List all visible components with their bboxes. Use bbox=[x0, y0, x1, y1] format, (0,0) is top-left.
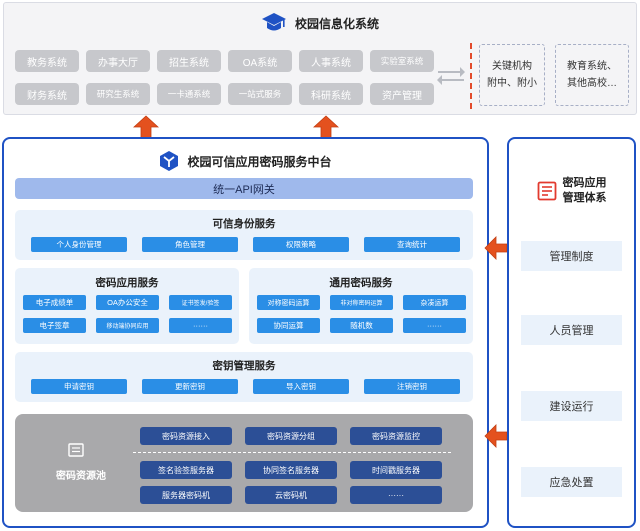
general-crypto-title: 通用密码服务 bbox=[329, 277, 393, 289]
up-arrow-icon bbox=[133, 115, 159, 139]
crypto-app-seal[interactable]: 电子签章 bbox=[23, 318, 86, 333]
resource-monitor[interactable]: 密码资源监控 bbox=[350, 427, 442, 445]
crypto-app-oa[interactable]: OA办公安全 bbox=[96, 295, 159, 310]
edu-system-line1: 教育系统、 bbox=[567, 61, 617, 72]
system-graduate[interactable]: 研究生系统 bbox=[86, 83, 150, 105]
mgmt-item-operation[interactable]: 建设运行 bbox=[521, 391, 622, 421]
mgmt-item-personnel[interactable]: 人员管理 bbox=[521, 315, 622, 345]
key-mgmt-section: 密钥管理服务 申请密钥 更新密钥 导入密钥 注销密钥 bbox=[15, 352, 473, 402]
key-mgmt-update[interactable]: 更新密钥 bbox=[142, 379, 238, 394]
general-crypto-asymmetric[interactable]: 非对称密码运算 bbox=[330, 295, 393, 310]
bidirectional-arrow-icon bbox=[437, 67, 465, 85]
cube-icon bbox=[160, 151, 179, 171]
system-caiwu[interactable]: 财务系统 bbox=[15, 83, 79, 105]
system-one-stop[interactable]: 一站式服务 bbox=[228, 83, 292, 105]
mgmt-item-emergency[interactable]: 应急处置 bbox=[521, 467, 622, 497]
mgmt-title-row: 密码应用 管理体系 bbox=[509, 174, 634, 208]
edu-system-line2: 其他高校… bbox=[567, 78, 617, 89]
platform-title-row: 校园可信应用密码服务中台 bbox=[4, 150, 487, 172]
general-crypto-section: 通用密码服务 对称密码运算 非对称密码运算 杂凑运算 协同运算 随机数 ····… bbox=[249, 268, 473, 344]
mgmt-title-line2: 管理体系 bbox=[562, 192, 607, 204]
crypto-app-section: 密码应用服务 电子成绩单 OA办公安全 证书签发/验签 电子签章 移动端协同应用… bbox=[15, 268, 239, 344]
resource-collab-server[interactable]: 协同签名服务器 bbox=[245, 461, 337, 479]
mgmt-title-line1: 密码应用 bbox=[562, 177, 607, 189]
edu-system-box: 教育系统、 其他高校… bbox=[555, 44, 629, 106]
crypto-app-cert[interactable]: 证书签发/验签 bbox=[169, 295, 232, 310]
crypto-service-platform: 校园可信应用密码服务中台 统一API网关 可信身份服务 个人身份管理 角色管理 … bbox=[2, 137, 489, 528]
system-renshi[interactable]: 人事系统 bbox=[299, 50, 363, 72]
key-mgmt-title: 密钥管理服务 bbox=[212, 360, 276, 372]
identity-item-permission[interactable]: 权限策略 bbox=[253, 237, 349, 252]
crypto-app-mobile[interactable]: 移动端协同应用 bbox=[96, 318, 159, 333]
key-org-box: 关键机构 附中、附小 bbox=[479, 44, 545, 106]
campus-title-row: 校园信息化系统 bbox=[4, 9, 636, 37]
general-crypto-random[interactable]: 随机数 bbox=[330, 318, 393, 333]
resource-timestamp-server[interactable]: 时间戳服务器 bbox=[350, 461, 442, 479]
system-jiaowu[interactable]: 教务系统 bbox=[15, 50, 79, 72]
general-crypto-collab[interactable]: 协同运算 bbox=[257, 318, 320, 333]
identity-item-personal[interactable]: 个人身份管理 bbox=[31, 237, 127, 252]
api-gateway-bar[interactable]: 统一API网关 bbox=[15, 178, 473, 199]
platform-title: 校园可信应用密码服务中台 bbox=[187, 154, 332, 169]
resource-pool-section: 密码资源池 密码资源接入 密码资源分组 密码资源监控 签名验签服务器 协同签名服… bbox=[15, 414, 473, 512]
crypto-app-more[interactable]: ······ bbox=[169, 318, 232, 333]
left-arrow-icon bbox=[484, 424, 508, 448]
system-asset[interactable]: 资产管理 bbox=[370, 83, 434, 105]
key-mgmt-revoke[interactable]: 注销密钥 bbox=[364, 379, 460, 394]
key-mgmt-apply[interactable]: 申请密钥 bbox=[31, 379, 127, 394]
resource-cloud-hsm[interactable]: 云密码机 bbox=[245, 486, 337, 504]
crypto-app-title: 密码应用服务 bbox=[95, 277, 159, 289]
general-crypto-hash[interactable]: 杂凑运算 bbox=[403, 295, 466, 310]
document-list-icon bbox=[537, 181, 556, 201]
resource-pool-title: 密码资源池 bbox=[56, 471, 106, 482]
system-banshi[interactable]: 办事大厅 bbox=[86, 50, 150, 72]
system-card[interactable]: 一卡通系统 bbox=[157, 83, 221, 105]
red-dashed-divider bbox=[470, 43, 472, 109]
crypto-management-system: 密码应用 管理体系 管理制度 人员管理 建设运行 应急处置 bbox=[507, 137, 636, 528]
key-org-line1: 关键机构 bbox=[492, 61, 532, 72]
system-lab[interactable]: 实验室系统 bbox=[370, 50, 434, 72]
system-keyan[interactable]: 科研系统 bbox=[299, 83, 363, 105]
system-zhaosheng[interactable]: 招生系统 bbox=[157, 50, 221, 72]
up-arrow-icon bbox=[313, 115, 339, 139]
campus-systems-panel: 校园信息化系统 教务系统 办事大厅 招生系统 OA系统 人事系统 实验室系统 财… bbox=[3, 2, 637, 115]
system-oa[interactable]: OA系统 bbox=[228, 50, 292, 72]
left-arrow-icon bbox=[484, 236, 508, 260]
key-mgmt-import[interactable]: 导入密钥 bbox=[253, 379, 349, 394]
resource-sign-server[interactable]: 签名验签服务器 bbox=[140, 461, 232, 479]
general-crypto-more[interactable]: ······ bbox=[403, 318, 466, 333]
server-icon bbox=[68, 443, 84, 457]
resource-access[interactable]: 密码资源接入 bbox=[140, 427, 232, 445]
resource-more[interactable]: ······ bbox=[350, 486, 442, 504]
resource-group[interactable]: 密码资源分组 bbox=[245, 427, 337, 445]
resource-hsm[interactable]: 服务器密码机 bbox=[140, 486, 232, 504]
crypto-app-transcript[interactable]: 电子成绩单 bbox=[23, 295, 86, 310]
identity-item-query[interactable]: 查询统计 bbox=[364, 237, 460, 252]
general-crypto-symmetric[interactable]: 对称密码运算 bbox=[257, 295, 320, 310]
identity-service-title: 可信身份服务 bbox=[212, 218, 276, 230]
graduation-cap-icon bbox=[261, 13, 286, 31]
resource-dashed-divider bbox=[133, 452, 451, 453]
key-org-line2: 附中、附小 bbox=[487, 78, 537, 89]
identity-service-section: 可信身份服务 个人身份管理 角色管理 权限策略 查询统计 bbox=[15, 210, 473, 260]
mgmt-item-policy[interactable]: 管理制度 bbox=[521, 241, 622, 271]
identity-item-role[interactable]: 角色管理 bbox=[142, 237, 238, 252]
campus-title: 校园信息化系统 bbox=[294, 16, 379, 31]
